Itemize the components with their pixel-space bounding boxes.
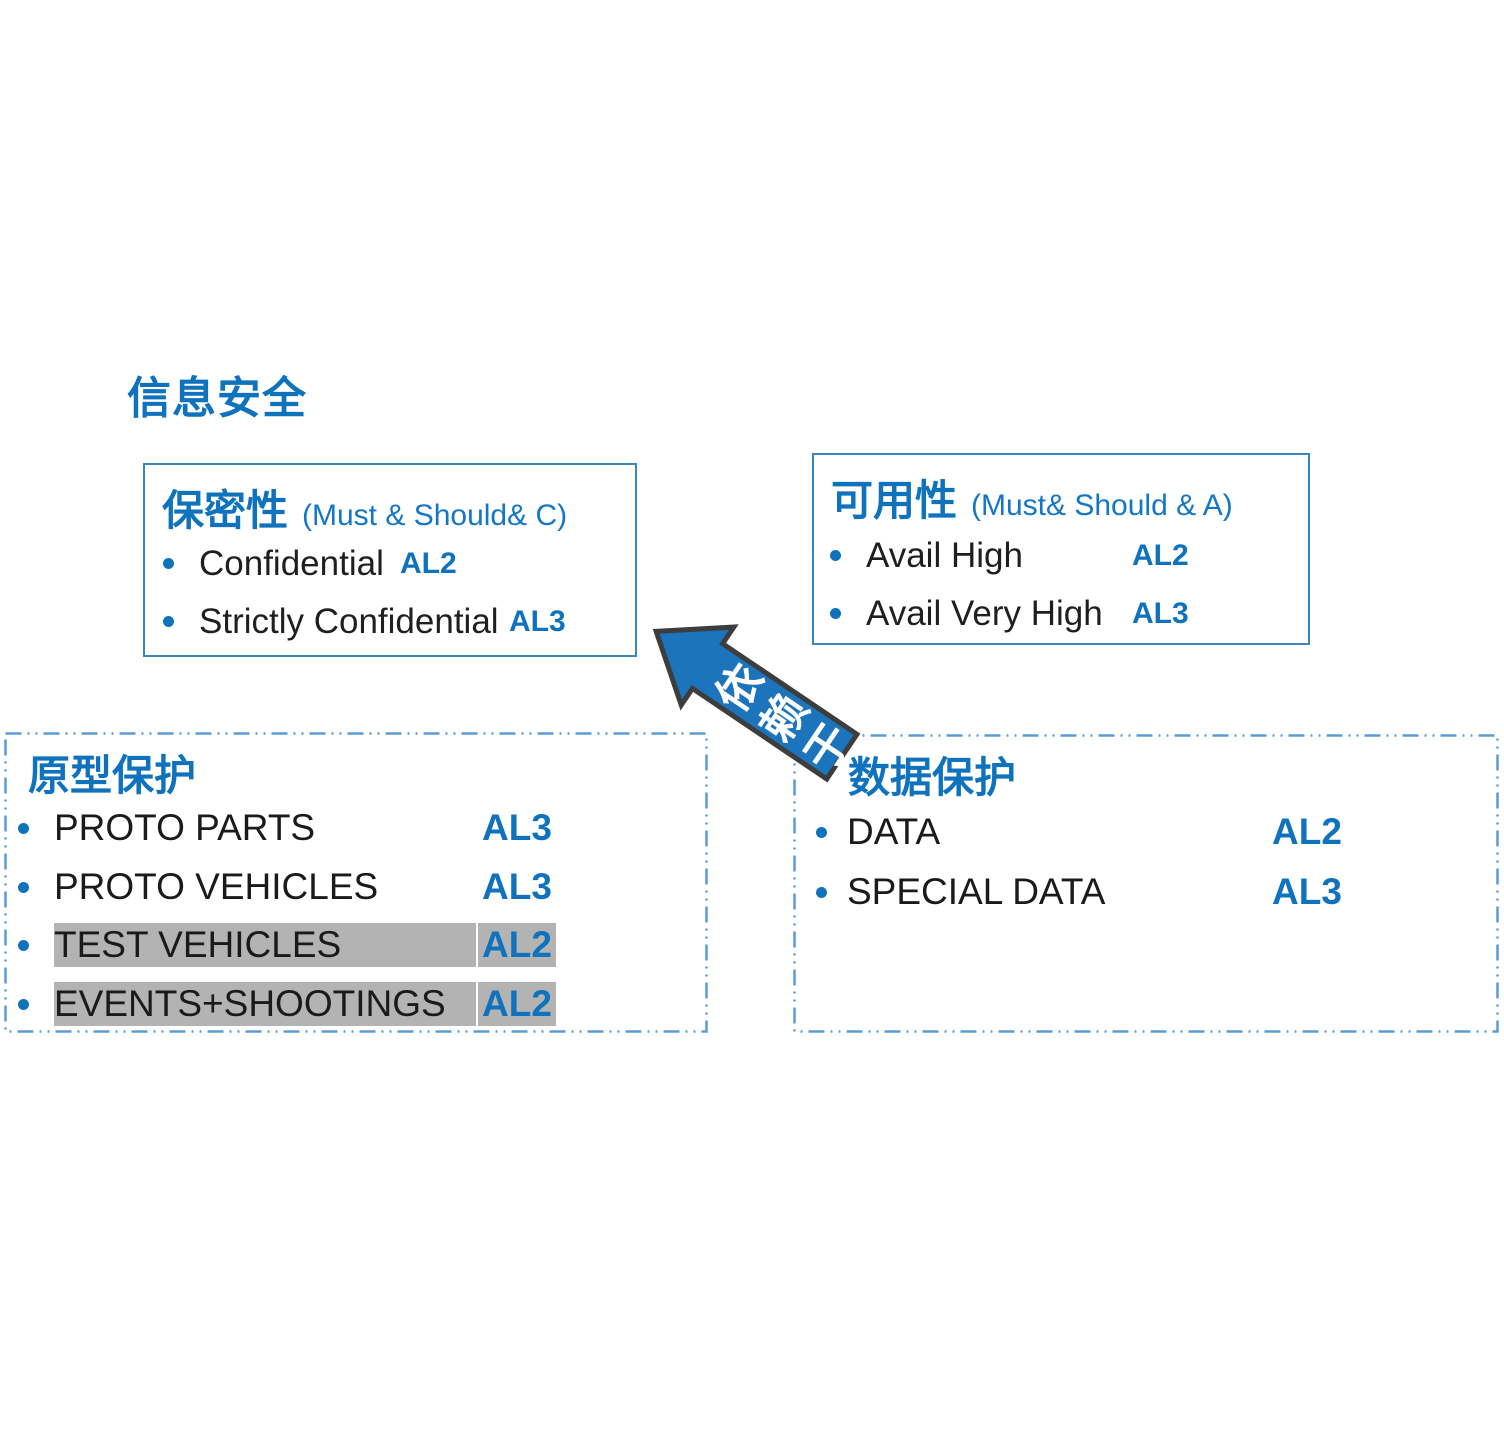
bullet-icon [18, 940, 29, 951]
list-item: Avail High AL2 [814, 535, 1308, 577]
bullet-icon [163, 616, 174, 627]
list-item: PROTO VEHICLES AL3 [4, 865, 708, 909]
item-label: Avail High [866, 536, 1023, 575]
assurance-level: AL3 [1272, 871, 1342, 912]
assurance-level: AL3 [482, 807, 552, 848]
list-item: EVENTS+SHOOTINGS AL2 [4, 982, 708, 1026]
prototype-protection-box: 原型保护 PROTO PARTS AL3 PROTO VEHICLES AL3 … [4, 732, 708, 1033]
bullet-icon [18, 823, 29, 834]
bullet-icon [830, 550, 841, 561]
bullet-icon [18, 882, 29, 893]
assurance-level: AL3 [509, 605, 566, 638]
page-title: 信息安全 [127, 374, 307, 423]
bullet-icon [816, 827, 827, 838]
list-item: TEST VEHICLES AL2 [4, 923, 708, 967]
list-item: DATA AL2 [793, 810, 1499, 854]
item-label: DATA [847, 811, 941, 852]
data-protection-box: 数据保护 DATA AL2 SPECIAL DATA AL3 [793, 734, 1499, 1033]
arrow-label-char: 依 [706, 655, 773, 721]
bullet-icon [163, 558, 174, 569]
list-item: Confidential AL2 [145, 543, 635, 585]
assurance-level: AL3 [1132, 597, 1189, 630]
availability-subtitle: (Must& Should & A) [971, 489, 1233, 522]
item-label: PROTO PARTS [54, 807, 316, 848]
list-item: Avail Very High AL3 [814, 593, 1308, 635]
item-label: SPECIAL DATA [847, 871, 1106, 912]
confidentiality-box: 保密性 (Must & Should& C) Confidential AL2 … [143, 463, 637, 657]
bullet-icon [830, 608, 841, 619]
item-label: PROTO VEHICLES [54, 866, 379, 907]
confidentiality-header: 保密性 (Must & Should& C) [162, 477, 567, 538]
assurance-level: AL3 [482, 866, 552, 907]
bullet-icon [18, 999, 29, 1010]
availability-title: 可用性 [831, 477, 958, 524]
confidentiality-subtitle: (Must & Should& C) [302, 499, 568, 532]
item-label: TEST VEHICLES [54, 923, 476, 967]
availability-box: 可用性 (Must& Should & A) Avail High AL2 Av… [812, 453, 1310, 645]
assurance-level: AL2 [1132, 539, 1189, 572]
item-label: Confidential [199, 544, 384, 583]
list-item: PROTO PARTS AL3 [4, 806, 708, 850]
item-label: Avail Very High [866, 594, 1103, 633]
item-label: Strictly Confidential [199, 602, 499, 641]
assurance-level: AL2 [478, 982, 556, 1026]
assurance-level: AL2 [1272, 811, 1342, 852]
bullet-icon [816, 887, 827, 898]
prototype-title: 原型保护 [28, 752, 197, 799]
list-item: SPECIAL DATA AL3 [793, 870, 1499, 914]
confidentiality-title: 保密性 [162, 487, 289, 534]
data-protection-title: 数据保护 [848, 754, 1017, 801]
availability-header: 可用性 (Must& Should & A) [831, 467, 1233, 528]
assurance-level: AL2 [400, 547, 457, 580]
item-label: EVENTS+SHOOTINGS [54, 982, 476, 1026]
list-item: Strictly Confidential AL3 [145, 601, 635, 643]
assurance-level: AL2 [478, 923, 556, 967]
